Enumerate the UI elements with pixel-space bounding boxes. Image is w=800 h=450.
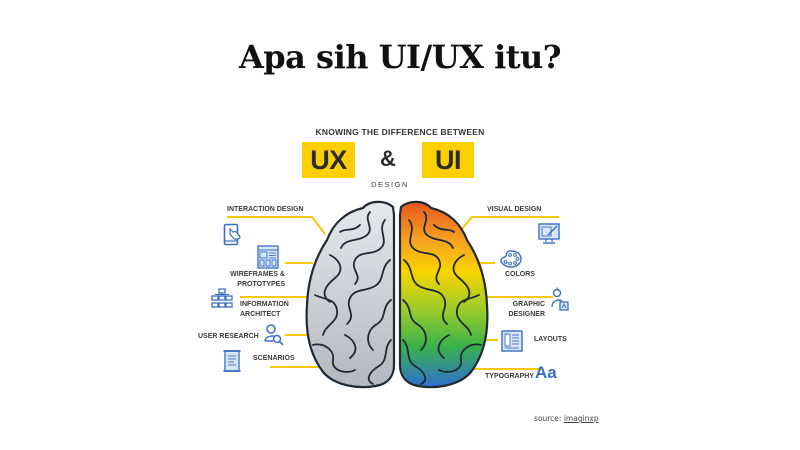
monitor-design-icon (538, 223, 560, 244)
label-graphic-designer: GRAPHIC DESIGNER (500, 300, 545, 319)
label-information-architect: INFORMATION ARCHITECT (240, 300, 289, 319)
label-interaction-design: INTERACTION DESIGN (227, 206, 304, 213)
tablet-touch-icon (223, 223, 241, 246)
label-graphic-line2: DESIGNER (508, 310, 545, 318)
label-wireframes-prototypes: WIREFRAMES & PROTOTYPES (217, 270, 285, 289)
line-interaction-design (227, 216, 326, 235)
brain-illustration (305, 200, 489, 389)
ui-tag: UI (422, 142, 474, 178)
left-hemisphere (305, 200, 396, 389)
source-prefix: source: (534, 414, 564, 423)
source-credit: source: imaginxp (534, 414, 599, 423)
slide-title: Apa sih UI/UX itu? (238, 38, 562, 76)
label-colors: COLORS (505, 271, 535, 278)
ampersand: & (380, 146, 396, 171)
ux-ui-infographic: KNOWING THE DIFFERENCE BETWEEN UX & UI D… (195, 120, 605, 395)
label-wireframes-line1: WIREFRAMES & (230, 271, 285, 278)
label-scenarios: SCENARIOS (253, 355, 295, 362)
label-user-research: USER RESEARCH (198, 333, 259, 340)
palette-icon (500, 250, 522, 268)
label-typography: TYPOGRAPHY (485, 373, 535, 380)
label-layouts: LAYOUTS (534, 336, 567, 343)
right-hemisphere (398, 200, 489, 389)
user-search-icon (264, 324, 284, 346)
source-link[interactable]: imaginxp (563, 414, 599, 423)
typography-icon: Aa (535, 363, 557, 382)
label-graphic-line1: GRAPHIC (512, 301, 545, 308)
designer-icon (551, 287, 569, 311)
infographic-heading: KNOWING THE DIFFERENCE BETWEEN (315, 127, 485, 137)
label-wireframes-line2: PROTOTYPES (237, 280, 285, 288)
sitemap-icon (211, 288, 233, 308)
label-information-line1: INFORMATION (240, 301, 289, 308)
label-information-line2: ARCHITECT (240, 310, 281, 318)
design-subheading: DESIGN (371, 180, 409, 189)
wireframe-icon (257, 245, 279, 269)
ux-tag: UX (302, 142, 355, 178)
layout-icon (501, 330, 523, 352)
scroll-document-icon (223, 350, 241, 372)
label-visual-design: VISUAL DESIGN (487, 206, 542, 213)
